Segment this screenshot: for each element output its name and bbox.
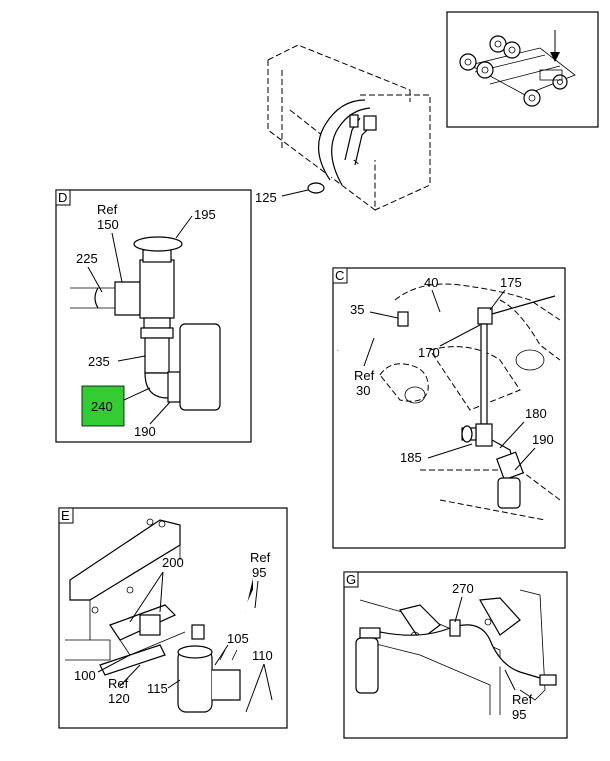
air-dryer-part xyxy=(177,649,213,713)
callout-ref-95-g-b: 95 xyxy=(512,707,526,722)
panel-e: E 200 Ref 95 xyxy=(58,507,288,729)
valve-handle-part xyxy=(133,236,183,252)
callout-190-d: 190 xyxy=(134,424,156,439)
callout-195: 195 xyxy=(194,207,216,222)
panel-d-frame xyxy=(55,189,252,443)
panel-e-frame xyxy=(58,507,288,729)
panel-c: C 40 175 xyxy=(332,267,566,549)
callout-ref-120-a: Ref xyxy=(108,676,129,691)
callout-40: 40 xyxy=(424,275,438,290)
callout-ref-150-b: 150 xyxy=(97,217,119,232)
callout-ref-95-e-a: Ref xyxy=(250,550,271,565)
callout-ref-150-a: Ref xyxy=(97,202,118,217)
vehicle-locator-inset xyxy=(446,11,599,128)
panel-g: G 270 Ref 95 xyxy=(343,571,568,739)
drain-line-assembly xyxy=(336,295,556,509)
callout-ref-95-g-a: Ref xyxy=(512,692,533,707)
hose-assembly xyxy=(318,99,377,186)
truck-chassis-icon xyxy=(459,35,576,107)
frame-rail-bracket xyxy=(65,518,181,661)
dryer-mount-assembly xyxy=(99,570,257,713)
callout-270: 270 xyxy=(452,581,474,596)
callout-ref-30-a: Ref xyxy=(354,368,375,383)
drain-line-g xyxy=(355,619,557,694)
callout-35: 35 xyxy=(350,302,364,317)
inset-frame xyxy=(446,11,599,128)
callout-105: 105 xyxy=(227,631,249,646)
callout-125: 125 xyxy=(255,190,277,205)
callout-185: 185 xyxy=(400,450,422,465)
grommet-part xyxy=(307,182,325,194)
panel-c-tag: C xyxy=(335,268,344,283)
panel-c-frame xyxy=(332,267,566,549)
callout-200: 200 xyxy=(162,555,184,570)
drain-valve-part xyxy=(497,477,521,509)
panel-g-frame xyxy=(343,571,568,739)
callout-190-c: 190 xyxy=(532,432,554,447)
callout-170: 170 xyxy=(418,345,440,360)
panel-e-tag: E xyxy=(61,508,70,523)
callout-240: 240 xyxy=(91,399,113,414)
valve-assembly xyxy=(70,236,221,411)
panel-d: D Ref 150 195 225 235 240 190 xyxy=(55,189,252,443)
callout-110: 110 xyxy=(252,648,273,663)
callout-ref-120-b: 120 xyxy=(108,691,130,706)
callout-235: 235 xyxy=(88,354,110,369)
main-frame-view: 125 xyxy=(255,44,431,211)
panel-g-tag: G xyxy=(346,572,356,587)
callout-ref-30-b: 30 xyxy=(356,383,370,398)
highlight-240 xyxy=(81,385,125,427)
callout-225: 225 xyxy=(76,251,98,266)
callout-175: 175 xyxy=(500,275,522,290)
callout-ref-95-e-b: 95 xyxy=(252,565,266,580)
callout-115: 115 xyxy=(147,681,168,696)
down-arrow-icon xyxy=(550,30,560,62)
receiver-tank-part xyxy=(179,323,221,411)
callout-100: 100 xyxy=(74,668,96,683)
callout-180: 180 xyxy=(525,406,547,421)
panel-d-tag: D xyxy=(58,190,67,205)
air-dryer-g-part xyxy=(355,637,379,694)
